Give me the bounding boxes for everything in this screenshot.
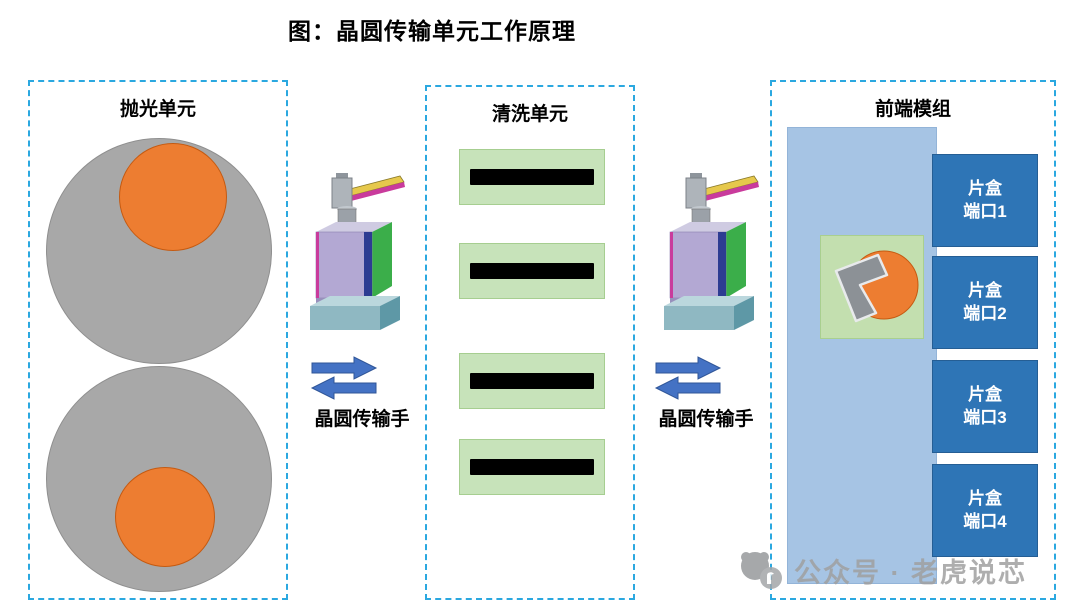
- cassette-port-3: 片盒 端口3: [932, 360, 1038, 453]
- port-label-line: 片盒: [968, 385, 1002, 405]
- wafer-on-pad-bottom: [115, 467, 215, 567]
- wafer-slot-bar: [470, 459, 594, 475]
- watermark: 公众号 · 老虎说芯: [738, 548, 1027, 592]
- wafer-slot-bar: [470, 373, 594, 389]
- cleaning-unit-label: 清洗单元: [491, 104, 568, 125]
- port-label-line: 端口4: [963, 511, 1007, 531]
- cassette-port-1: 片盒 端口1: [932, 154, 1038, 247]
- transfer-hand-label-right: 晶圆传输手: [658, 409, 754, 430]
- transfer-arrows-left-icon: [308, 356, 380, 400]
- polishing-unit-panel: 抛光单元: [28, 80, 288, 600]
- wafer-on-pad-top: [119, 143, 227, 251]
- polishing-unit-label: 抛光单元: [119, 99, 196, 120]
- wafer-aligner-stage-icon: [820, 235, 924, 339]
- figure-title: 图：晶圆传输单元工作原理: [288, 19, 576, 44]
- port-label-line: 端口1: [963, 201, 1007, 221]
- wafer-slot-bar: [470, 263, 594, 279]
- cleaning-slot-4: [459, 439, 605, 495]
- port-label-line: 端口3: [963, 407, 1007, 427]
- wafer-slot-bar: [470, 169, 594, 185]
- frontend-module-label: 前端模组: [874, 99, 951, 120]
- polishing-pad-bottom: [46, 366, 272, 592]
- cleaning-slot-3: [459, 353, 605, 409]
- cassette-port-2: 片盒 端口2: [932, 256, 1038, 349]
- frontend-module-panel: 前端模组 片盒 端口1 片盒 端口2 片盒 端口3 片盒 端口4: [770, 80, 1056, 600]
- port-label-line: 片盒: [968, 489, 1002, 509]
- cleaning-slot-2: [459, 243, 605, 299]
- tiger-logo-icon: [738, 548, 786, 592]
- transfer-arrows-right-icon: [652, 356, 724, 400]
- polishing-pad-top: [46, 138, 272, 364]
- cassette-port-4: 片盒 端口4: [932, 464, 1038, 557]
- wafer-transfer-robot-left-icon: [296, 168, 408, 336]
- watermark-text: 公众号 · 老虎说芯: [794, 557, 1027, 588]
- transfer-hand-label-left: 晶圆传输手: [314, 409, 410, 430]
- wafer-transfer-robot-right-icon: [650, 168, 762, 336]
- cleaning-slot-1: [459, 149, 605, 205]
- efem-chamber: [787, 127, 937, 584]
- port-label-line: 端口2: [963, 303, 1007, 323]
- cleaning-unit-panel: 清洗单元: [425, 85, 635, 600]
- port-label-line: 片盒: [968, 179, 1002, 199]
- port-label-line: 片盒: [968, 281, 1002, 301]
